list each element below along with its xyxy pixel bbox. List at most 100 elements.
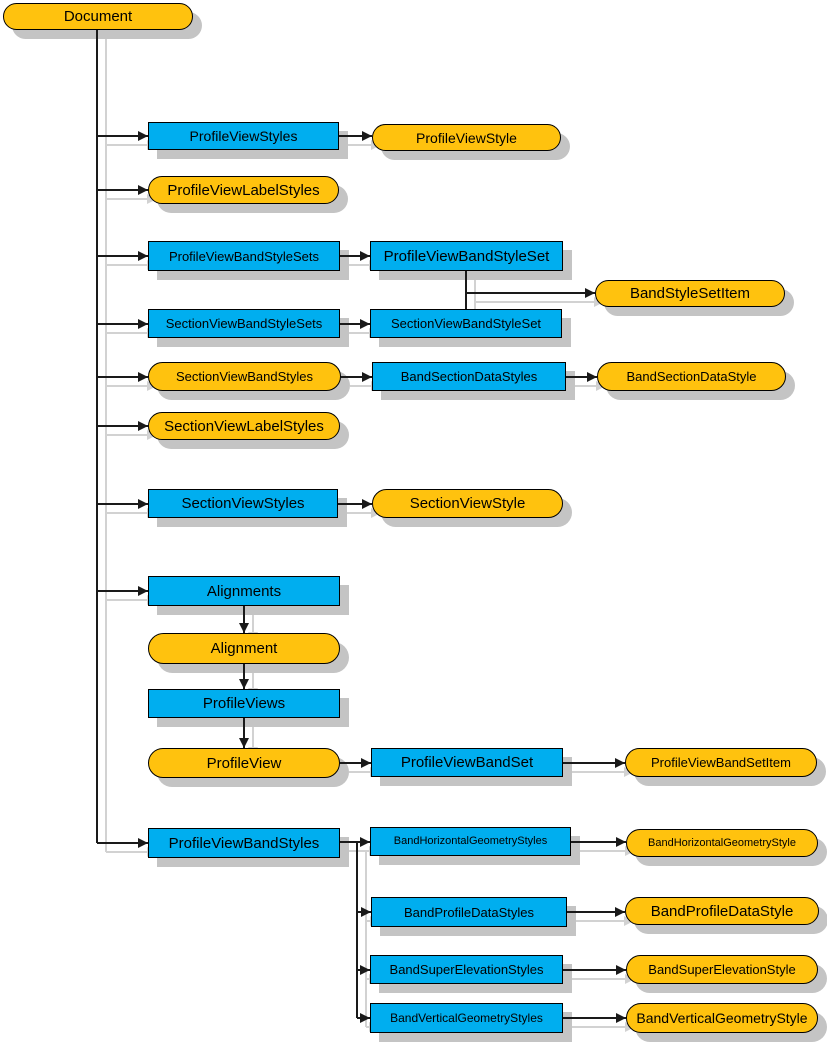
node-band-vertical-geometry-styles[interactable]: BandVerticalGeometryStyles [370, 1003, 563, 1033]
node-profile-views[interactable]: ProfileViews [148, 689, 340, 718]
connector-line [97, 189, 148, 191]
arrowhead-right-icon [361, 758, 371, 768]
connector-line [105, 39, 107, 852]
node-profile-view[interactable]: ProfileView [148, 748, 340, 778]
connector-line [252, 673, 254, 698]
arrowhead-right-icon [138, 131, 148, 141]
node-section-view-band-styles[interactable]: SectionViewBandStyles [148, 362, 341, 391]
connector-line [340, 255, 370, 257]
connector-line [563, 762, 625, 764]
arrowhead-right-icon [138, 319, 148, 329]
arrowhead-right-icon [585, 288, 595, 298]
arrowhead-right-icon [616, 837, 626, 847]
node-profile-view-style[interactable]: ProfileViewStyle [372, 124, 561, 151]
node-profile-view-band-set-item[interactable]: ProfileViewBandSetItem [625, 748, 817, 777]
node-section-view-label-styles[interactable]: SectionViewLabelStyles [148, 412, 340, 440]
connector-line [243, 606, 245, 633]
arrowhead-right-icon [360, 837, 370, 847]
arrowhead-right-icon [362, 499, 372, 509]
connector-line [96, 30, 98, 843]
arrowhead-right-icon [138, 421, 148, 431]
arrowhead-down-icon [239, 679, 249, 689]
node-profile-view-band-set[interactable]: ProfileViewBandSet [371, 748, 563, 777]
connector-line [567, 911, 625, 913]
node-band-profile-data-styles[interactable]: BandProfileDataStyles [371, 897, 567, 927]
connector-line [106, 144, 157, 146]
connector-line [475, 301, 604, 303]
connector-line [572, 1026, 635, 1028]
connector-line [97, 590, 148, 592]
connector-line [97, 503, 148, 505]
node-band-super-elevation-style[interactable]: BandSuperElevationStyle [626, 955, 818, 984]
connector-line [466, 292, 595, 294]
arrowhead-right-icon [360, 965, 370, 975]
connector-line [349, 850, 379, 852]
node-document[interactable]: Document [3, 3, 193, 30]
connector-line [97, 255, 148, 257]
connector-line [106, 434, 157, 436]
node-band-horizontal-geometry-styles[interactable]: BandHorizontalGeometryStyles [370, 827, 571, 856]
connector-line [563, 1017, 626, 1019]
connector-line [365, 851, 367, 1027]
arrowhead-right-icon [360, 251, 370, 261]
node-profile-view-styles[interactable]: ProfileViewStyles [148, 122, 339, 150]
connector-line [349, 332, 379, 334]
node-band-style-set-item[interactable]: BandStyleSetItem [595, 280, 785, 307]
node-band-vertical-geometry-style[interactable]: BandVerticalGeometryStyle [626, 1003, 818, 1033]
connector-line [347, 512, 381, 514]
node-profile-view-band-style-sets[interactable]: ProfileViewBandStyleSets [148, 241, 340, 271]
connector-line [97, 323, 148, 325]
connector-line [571, 841, 626, 843]
node-profile-view-band-styles[interactable]: ProfileViewBandStyles [148, 828, 340, 858]
connector-line [106, 599, 157, 601]
node-band-horizontal-geometry-style[interactable]: BandHorizontalGeometryStyle [626, 829, 818, 857]
connector-line [350, 385, 381, 387]
connector-line [97, 376, 148, 378]
node-band-section-data-styles[interactable]: BandSectionDataStyles [372, 362, 566, 391]
connector-line [348, 144, 381, 146]
connector-line [563, 969, 626, 971]
node-alignment[interactable]: Alignment [148, 633, 340, 664]
arrowhead-right-icon [587, 372, 597, 382]
connector-line [106, 198, 157, 200]
arrowhead-right-icon [360, 1013, 370, 1023]
connector-line [566, 376, 597, 378]
arrowhead-down-icon [239, 738, 249, 748]
connector-line [97, 842, 148, 844]
node-section-view-styles[interactable]: SectionViewStyles [148, 489, 338, 518]
arrowhead-down-icon [239, 623, 249, 633]
node-band-section-data-style[interactable]: BandSectionDataStyle [597, 362, 786, 391]
connector-line [572, 771, 634, 773]
arrowhead-right-icon [138, 372, 148, 382]
node-alignments[interactable]: Alignments [148, 576, 340, 606]
connector-line [106, 512, 157, 514]
connector-line [349, 771, 380, 773]
connector-line [580, 850, 635, 852]
node-band-super-elevation-styles[interactable]: BandSuperElevationStyles [370, 955, 563, 984]
arrowhead-right-icon [138, 586, 148, 596]
connector-line [340, 762, 371, 764]
node-section-view-band-style-sets[interactable]: SectionViewBandStyleSets [148, 309, 340, 338]
connector-line [339, 135, 372, 137]
arrowhead-right-icon [361, 907, 371, 917]
connector-line [340, 841, 370, 843]
node-profile-view-label-styles[interactable]: ProfileViewLabelStyles [148, 176, 339, 204]
arrowhead-right-icon [138, 185, 148, 195]
connector-line [106, 385, 157, 387]
connector-line [97, 425, 148, 427]
arrowhead-right-icon [362, 372, 372, 382]
connector-line [338, 503, 372, 505]
node-section-view-band-style-set[interactable]: SectionViewBandStyleSet [370, 309, 562, 338]
node-band-profile-data-style[interactable]: BandProfileDataStyle [625, 897, 819, 925]
arrowhead-right-icon [616, 965, 626, 975]
connector-line [575, 385, 606, 387]
node-profile-view-band-style-set[interactable]: ProfileViewBandStyleSet [370, 241, 563, 271]
connector-line [340, 323, 370, 325]
arrowhead-right-icon [138, 838, 148, 848]
arrowhead-right-icon [362, 131, 372, 141]
connector-line [97, 135, 148, 137]
node-section-view-style[interactable]: SectionViewStyle [372, 489, 563, 518]
arrowhead-right-icon [138, 251, 148, 261]
arrowhead-right-icon [616, 1013, 626, 1023]
